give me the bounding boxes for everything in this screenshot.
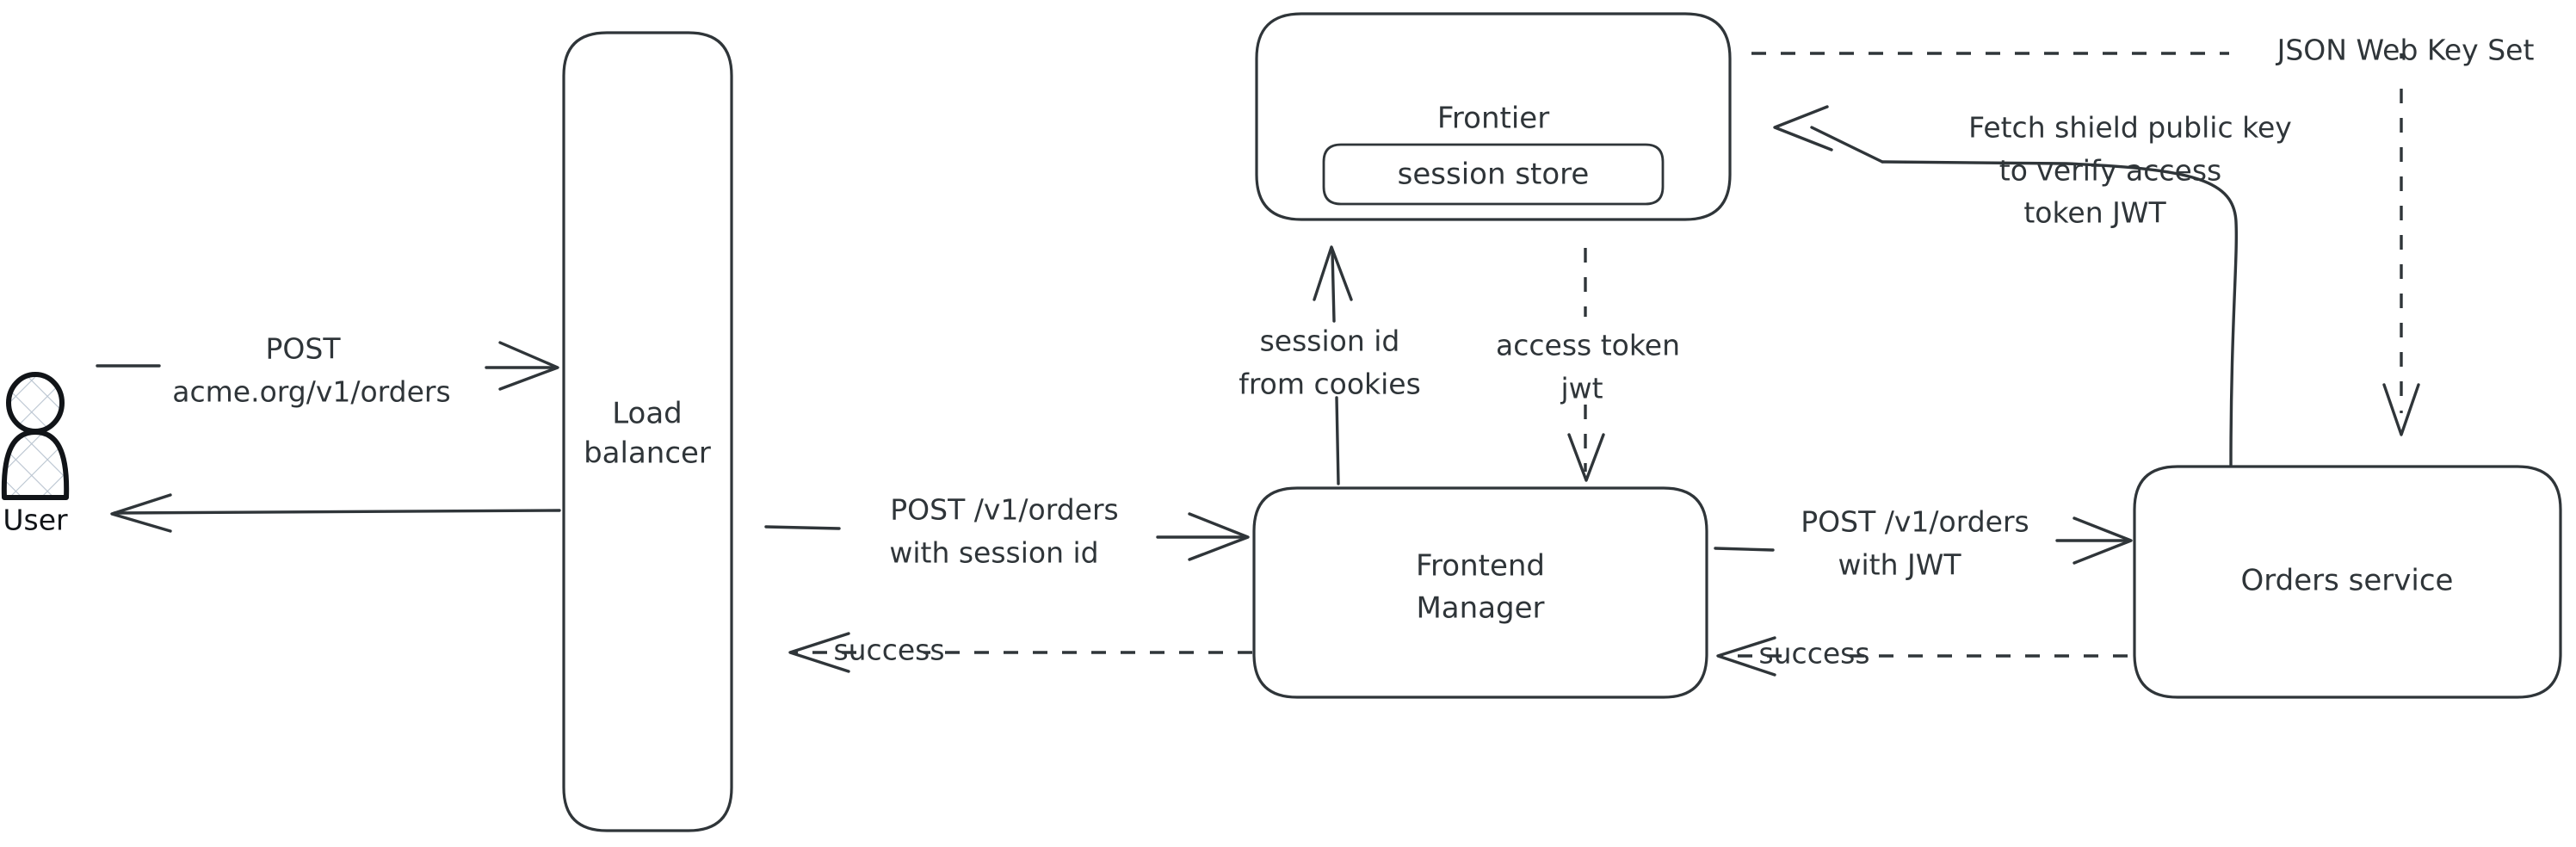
orders-service-label: Orders service [2241, 564, 2454, 598]
edge-fm-to-orders: POST /v1/orders with JWT [1714, 505, 2133, 582]
edge-lb-to-fm-label-line2: with session id [889, 536, 1098, 570]
edge-fm-to-frontier-label-line1: session id [1260, 325, 1400, 358]
edge-frontier-to-orders-jwks: JSON Web Key Set [1751, 34, 2534, 436]
edge-user-to-load-balancer: POST acme.org/v1/orders [96, 332, 559, 409]
node-load-balancer[interactable]: Load balancer [562, 31, 733, 832]
node-orders-service[interactable]: Orders service [2133, 465, 2562, 699]
edge-fm-to-lb-success: success [788, 632, 1252, 673]
load-balancer-label-line2: balancer [584, 436, 711, 471]
edge-fm-to-frontier: session id from cookies [1239, 245, 1421, 485]
edge-user-to-lb-label-line1: POST [266, 332, 342, 366]
load-balancer-label-line1: Load [612, 397, 683, 431]
edge-orders-to-fm-success: success [1716, 636, 2128, 677]
edge-load-balancer-to-user [110, 493, 561, 533]
frontier-label: Frontier [1437, 102, 1549, 136]
session-store-label: session store [1398, 158, 1590, 192]
edge-orders-to-frontier-fetch: Fetch shield public key to verify access… [1773, 105, 2292, 467]
edge-lb-to-fm-label-line1: POST /v1/orders [890, 493, 1118, 527]
edge-orders-to-frontier-label-line2: to verify access [1999, 154, 2221, 188]
node-user[interactable]: User [1, 372, 70, 537]
edge-jwks-label: JSON Web Key Set [2276, 34, 2535, 67]
edge-fm-to-orders-label-line2: with JWT [1838, 548, 1961, 582]
edge-fm-to-orders-label-line1: POST /v1/orders [1801, 505, 2029, 539]
edge-fm-to-lb-success-label: success [833, 634, 944, 667]
edge-fm-to-frontier-label-line2: from cookies [1239, 368, 1421, 401]
node-session-store[interactable]: session store [1322, 143, 1665, 206]
edge-frontier-to-fm-label-line2: jwt [1560, 372, 1603, 405]
frontend-manager-label-line1: Frontend [1416, 549, 1545, 584]
edge-orders-to-fm-success-label: success [1758, 637, 1869, 671]
node-frontend-manager[interactable]: Frontend Manager [1252, 486, 1708, 699]
node-frontier[interactable]: Frontier session store [1255, 12, 1732, 221]
frontend-manager-label-line2: Manager [1416, 591, 1544, 626]
edge-frontier-to-fm-label-line1: access token [1496, 329, 1680, 362]
user-icon [1, 372, 70, 500]
edge-user-to-lb-label-line2: acme.org/v1/orders [172, 375, 450, 409]
edge-frontier-to-fm: access token jwt [1496, 248, 1680, 482]
edge-orders-to-frontier-label-line1: Fetch shield public key [1968, 111, 2292, 145]
user-label: User [3, 504, 68, 537]
edge-lb-to-frontend-manager: POST /v1/orders with session id [764, 493, 1250, 570]
edge-orders-to-frontier-label-line3: token JWT [2023, 196, 2166, 230]
